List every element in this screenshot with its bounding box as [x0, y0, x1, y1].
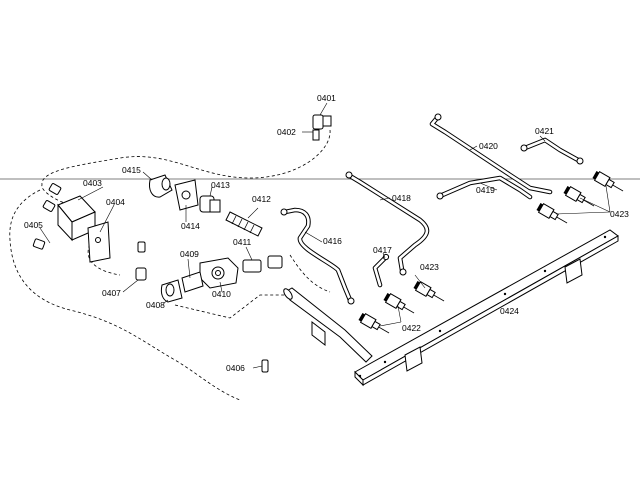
screws-0405: [32, 183, 62, 250]
label-0404: 0404: [106, 197, 125, 207]
label-0405: 0405: [24, 220, 43, 230]
fitting-0401: [312, 114, 332, 141]
label-0416: 0416: [323, 236, 342, 246]
pipe-0421: [520, 137, 584, 165]
regulator-0410: [199, 257, 239, 289]
plate-0404: [87, 221, 111, 263]
hose-0412: [225, 211, 263, 237]
label-0401: 0401: [317, 93, 336, 103]
label-0421: 0421: [535, 126, 554, 136]
label-0422: 0422: [402, 323, 421, 333]
dashed-outline-right: [289, 254, 331, 293]
label-0424: 0424: [500, 306, 519, 316]
nipple-0407: [135, 241, 147, 281]
label-0407: 0407: [102, 288, 121, 298]
label-0408: 0408: [146, 300, 165, 310]
label-0417: 0417: [373, 245, 392, 255]
fitting-0409: [181, 271, 204, 293]
supply-pipe: [283, 287, 373, 363]
pipe-0420: [429, 113, 553, 195]
label-0402: 0402: [277, 127, 296, 137]
pipe-0419: [436, 175, 533, 200]
pipe-0418: [345, 171, 430, 276]
label-0412: 0412: [252, 194, 271, 204]
bracket-0414: [174, 179, 199, 211]
label-0403: 0403: [83, 178, 102, 188]
connector-0411: [242, 255, 283, 273]
pipe-0417: [372, 253, 390, 288]
fitting-0413: [199, 195, 221, 213]
gas-rail-0424: [354, 229, 619, 387]
valve-group: [358, 170, 624, 334]
label-0415: 0415: [122, 165, 141, 175]
pipe-0416: [280, 207, 355, 305]
label-0414: 0414: [181, 221, 200, 231]
label-0409: 0409: [180, 249, 199, 259]
label-0413: 0413: [211, 180, 230, 190]
label-0406: 0406: [226, 363, 245, 373]
label-0419: 0419: [476, 185, 495, 195]
label-0420: 0420: [479, 141, 498, 151]
dashed-outline-left: [9, 129, 331, 401]
elbow-0415: [149, 174, 173, 198]
part-labels: 0401 0402 0403 0404 0405 0406 0407 0408 …: [24, 93, 629, 373]
label-0423-middle: 0423: [420, 262, 439, 272]
leader-lines: [39, 102, 611, 369]
label-0410: 0410: [212, 289, 231, 299]
label-0423-right: 0423: [610, 209, 629, 219]
screw-0406: [261, 359, 269, 373]
label-0418: 0418: [392, 193, 411, 203]
label-0411: 0411: [233, 237, 252, 247]
fitting-0408: [160, 279, 183, 303]
